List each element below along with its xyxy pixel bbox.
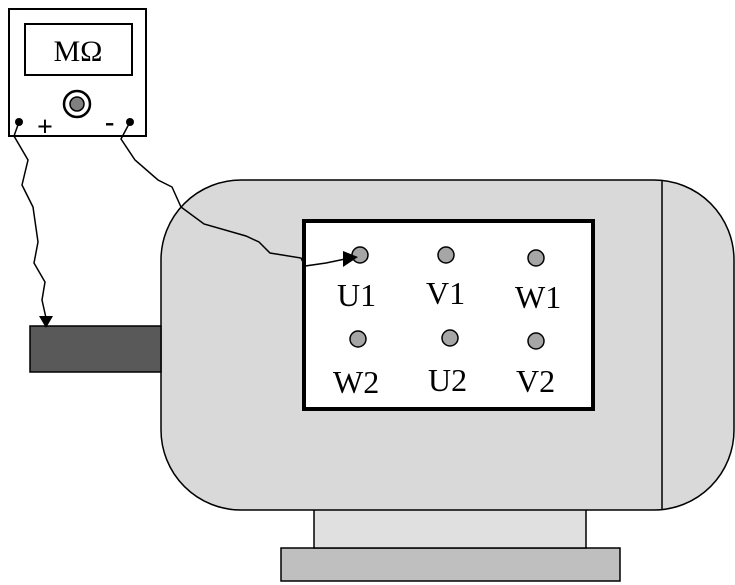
terminal-label-v1: V1 (426, 275, 465, 311)
motor-foot-upper (313, 507, 587, 549)
terminal-dot-u2 (441, 329, 459, 347)
terminal-label-w2: W2 (333, 364, 379, 400)
megohmmeter-display (24, 23, 133, 76)
negative-lead-wire (120, 121, 351, 267)
negative-lead-arrowhead (343, 251, 358, 267)
terminal-dot-w1 (527, 249, 545, 267)
terminal-dot-w2 (349, 330, 367, 348)
terminal-label-v2: V2 (516, 363, 555, 399)
terminal-label-w1: W1 (515, 279, 561, 315)
positive-lead-wire (13, 121, 47, 319)
plus-terminal-label: + (37, 112, 53, 143)
terminal-label-u1: U1 (337, 277, 376, 313)
terminal-label-u2: U2 (428, 362, 467, 398)
positive-lead-arrowhead (39, 316, 53, 328)
terminal-dot-v2 (527, 332, 545, 350)
terminal-dot-v1 (437, 246, 455, 264)
megohmmeter-knob-inner (69, 96, 85, 112)
motor-foot-lower (280, 547, 621, 582)
terminal-dot-u1 (351, 246, 369, 264)
motor-shaft (29, 325, 162, 373)
megohmmeter-display-label: MΩ (54, 35, 103, 68)
minus-terminal-label: - (105, 107, 114, 138)
